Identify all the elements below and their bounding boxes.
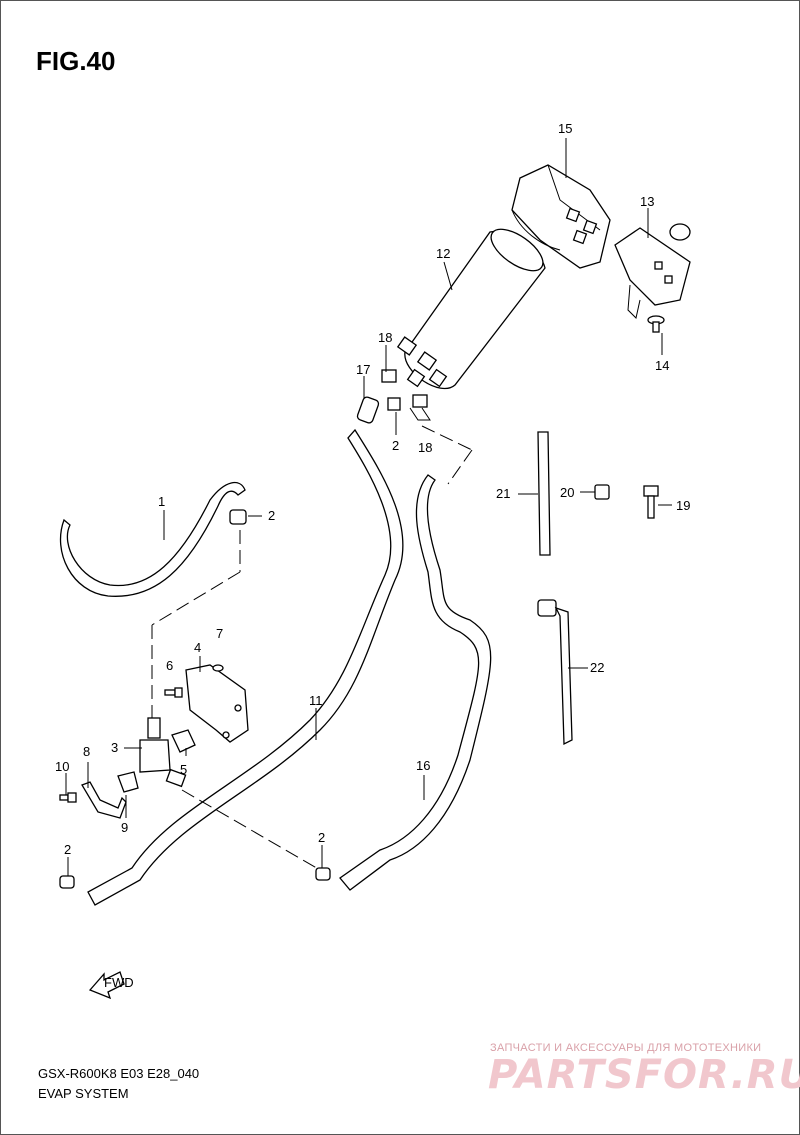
fwd-direction-arrow: FWD [88, 971, 134, 1000]
callout-11: 11 [309, 693, 323, 708]
clamp-part-2-bottom-left[interactable] [59, 875, 75, 889]
callout-10: 10 [55, 759, 69, 774]
callout-8: 8 [83, 744, 90, 759]
bolt-part-19[interactable] [643, 485, 659, 519]
callout-20: 20 [560, 485, 574, 500]
callout-21: 21 [496, 486, 510, 501]
leader-lines [65, 138, 672, 876]
callout-14: 14 [655, 358, 669, 373]
callout-2-bottom-middle: 2 [318, 830, 325, 845]
dashed-connection-lines [151, 425, 473, 871]
callout-2-canister: 2 [392, 438, 399, 453]
bolt-part-6[interactable] [164, 687, 183, 698]
callout-22: 22 [590, 660, 604, 675]
bracket-part-8[interactable] [81, 781, 127, 819]
callout-18-lower: 18 [418, 440, 432, 455]
clamp-part-18-upper[interactable] [381, 369, 397, 383]
callout-5: 5 [180, 762, 187, 777]
callout-6: 6 [166, 658, 173, 673]
figure-title: FIG.40 [36, 46, 116, 76]
watermark-tagline: ЗАПЧАСТИ И АКСЕССУАРЫ ДЛЯ МОТОТЕХНИКИ [490, 1042, 762, 1054]
clamp-part-2-bottom-middle[interactable] [315, 867, 331, 881]
tie-part-21[interactable] [537, 431, 551, 556]
hose-part-16[interactable] [339, 474, 492, 891]
canister-part-12[interactable] [396, 221, 550, 390]
washer-part-7[interactable] [212, 664, 224, 672]
clamp-part-18-lower[interactable] [412, 394, 428, 408]
callout-1: 1 [158, 494, 165, 509]
callout-12: 12 [436, 246, 450, 261]
callout-13: 13 [640, 194, 654, 209]
tie-part-22[interactable] [537, 599, 573, 746]
clip-part-5[interactable] [171, 729, 196, 753]
clamp-part-2-canister[interactable] [387, 397, 401, 411]
callout-3: 3 [111, 740, 118, 755]
screw-part-10[interactable] [59, 792, 77, 803]
callout-4: 4 [194, 640, 201, 655]
joint-part-17[interactable] [356, 396, 380, 424]
model-code: GSX-R600K8 E03 E28_040 [38, 1066, 200, 1081]
hose-part-1[interactable] [59, 481, 246, 597]
bracket-part-13[interactable] [614, 223, 691, 319]
watermark-brand: PARTSFOR.RU [488, 1052, 800, 1098]
callout-2-bottom-left: 2 [64, 842, 71, 857]
callout-15: 15 [558, 121, 572, 136]
clip-part-9[interactable] [117, 771, 139, 793]
callout-2-hose1: 2 [268, 508, 275, 523]
callout-9: 9 [121, 820, 128, 835]
valve-part-3[interactable] [139, 717, 187, 788]
callout-19: 19 [676, 498, 690, 513]
callout-16: 16 [416, 758, 430, 773]
clamp-part-2-hose1[interactable] [229, 509, 247, 525]
canister-holder-part-15[interactable] [511, 164, 611, 269]
bracket-part-4[interactable] [185, 664, 249, 743]
spacer-part-20[interactable] [594, 484, 610, 500]
hose-part-11[interactable] [87, 428, 404, 906]
system-name: EVAP SYSTEM [38, 1086, 129, 1101]
fwd-label: FWD [104, 975, 134, 990]
callout-18-upper: 18 [378, 330, 392, 345]
callout-numbers: 15 13 12 18 17 14 2 18 1 2 21 20 19 7 4 … [55, 121, 690, 857]
callout-7: 7 [216, 626, 223, 641]
bolt-part-14[interactable] [647, 315, 665, 333]
callout-17: 17 [356, 362, 370, 377]
